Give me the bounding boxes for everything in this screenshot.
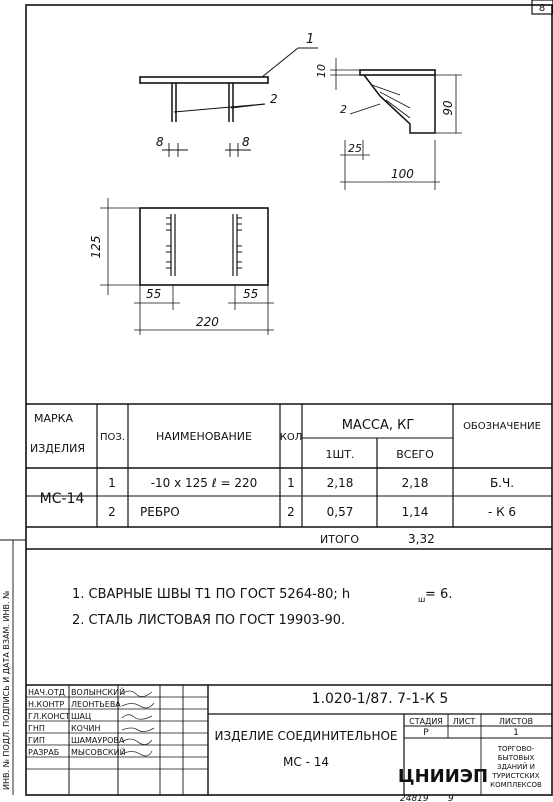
corner-box (531, 0, 553, 15)
row2-name: РЕБРО (140, 505, 180, 519)
sheets-label: ЛИСТОВ (499, 717, 533, 726)
bottom-number: 24819 (400, 794, 429, 802)
corner-sheet-number: 8 (539, 3, 545, 14)
row2-mass-unit: 0,57 (327, 505, 354, 519)
row1-position: 1 (108, 476, 116, 490)
row1-quantity: 1 (287, 476, 295, 490)
staff-role-5: ГИП (28, 736, 45, 745)
item-title: ИЗДЕЛИЕ СОЕДИНИТЕЛЬНОЕ (215, 729, 398, 743)
stage-label: СТАДИЯ (409, 717, 443, 726)
row2-mass-total: 1,14 (402, 505, 429, 519)
col-name: НАИМЕНОВАНИЕ (156, 430, 252, 443)
dim-8-left: 8 (156, 135, 164, 149)
sheet-frame (25, 4, 553, 796)
col-mass: МАССА, КГ (342, 418, 415, 433)
side-stamp (0, 539, 26, 795)
side-callout-2: 2 (340, 103, 347, 116)
item-mark: МС-14 (40, 491, 85, 507)
title-block (26, 684, 552, 795)
staff-name-2: ЛЕОНТЬЕВА (71, 700, 121, 709)
col-mark-line2: ИЗДЕЛИЯ (30, 442, 85, 455)
note-1-subscript: ш (418, 595, 425, 604)
col-position: ПОЗ. (100, 432, 125, 443)
staff-name-1: ВОЛЫНСКИЙ (71, 686, 125, 697)
sheet-label: ЛИСТ (453, 717, 476, 726)
row2-quantity: 2 (287, 505, 295, 519)
row2-designation: - К 6 (488, 505, 516, 519)
col-designation: ОБОЗНАЧЕНИЕ (463, 421, 541, 432)
total-value: 3,32 (408, 532, 435, 546)
row1-name: -10 x 125 ℓ = 220 (151, 476, 258, 490)
col-mass-unit: 1ШТ. (326, 448, 355, 461)
dim-125: 125 (89, 236, 103, 259)
callout-1-label: 1 (306, 32, 314, 47)
dim-220: 220 (196, 315, 219, 329)
row1-mass-total: 2,18 (402, 476, 429, 490)
col-mass-total: ВСЕГО (396, 448, 434, 461)
row1-mass-unit: 2,18 (327, 476, 354, 490)
staff-role-1: НАЧ.ОТД (28, 688, 65, 697)
note-1-tail: = 6. (425, 587, 452, 602)
total-label: ИТОГО (320, 533, 359, 546)
dim-8-right: 8 (242, 135, 250, 149)
side-view (330, 58, 462, 190)
org-desc-1: ТОРГОВО- (497, 745, 535, 753)
staff-role-4: ГНП (28, 724, 45, 733)
front-view (139, 47, 318, 157)
dim-55-left: 55 (146, 287, 161, 301)
row1-designation: Б.Ч. (490, 476, 514, 490)
note-2: 2. СТАЛЬ ЛИСТОВАЯ ПО ГОСТ 19903-90. (72, 613, 345, 628)
org-desc-4: ТУРИСТСКИХ (491, 772, 539, 780)
staff-name-5: ШАМАУРОВА (71, 736, 125, 745)
document-code: 1.020-1/87. 7-1-К 5 (312, 691, 449, 707)
staff-name-4: КОЧИН (71, 724, 100, 733)
staff-role-6: РАЗРАБ (28, 748, 59, 757)
side-stamp-text: ИНВ. № ПОДЛ. ПОДПИСЬ И ДАТА ВЗАМ. ИНВ. № (2, 590, 11, 790)
spec-table (26, 403, 552, 550)
dim-10: 10 (315, 64, 328, 78)
callout-2-label: 2 (270, 92, 278, 106)
sheets-value: 1 (513, 728, 519, 738)
dim-55-right: 55 (243, 287, 258, 301)
col-quantity: КОЛ (280, 432, 303, 443)
org-desc-2: БЫТОВЫХ (498, 754, 535, 762)
dim-100: 100 (391, 167, 414, 181)
title-item-mark: МС - 14 (283, 755, 329, 769)
row2-position: 2 (108, 505, 116, 519)
dim-90: 90 (441, 100, 455, 116)
org-logo: ЦНИИЭП (398, 766, 488, 787)
staff-name-3: ШАЦ (71, 712, 91, 721)
note-1: 1. СВАРНЫЕ ШВЫ Т1 ПО ГОСТ 5264-80; h (72, 587, 350, 602)
staff-role-3: ГЛ.КОНСТ (28, 712, 70, 721)
org-desc-5: КОМПЛЕКСОВ (490, 781, 542, 789)
staff-role-2: Н.КОНТР (28, 700, 64, 709)
dim-25: 25 (348, 142, 362, 155)
stage-value: Р (423, 728, 429, 738)
bottom-sheet: 9 (448, 794, 454, 802)
staff-name-6: МЫСОВСКИЙ (71, 746, 126, 757)
plan-view (100, 198, 274, 335)
signatures (121, 690, 155, 757)
col-mark-line1: МАРКА (34, 412, 73, 425)
org-desc-3: ЗДАНИЙ И (497, 762, 535, 771)
